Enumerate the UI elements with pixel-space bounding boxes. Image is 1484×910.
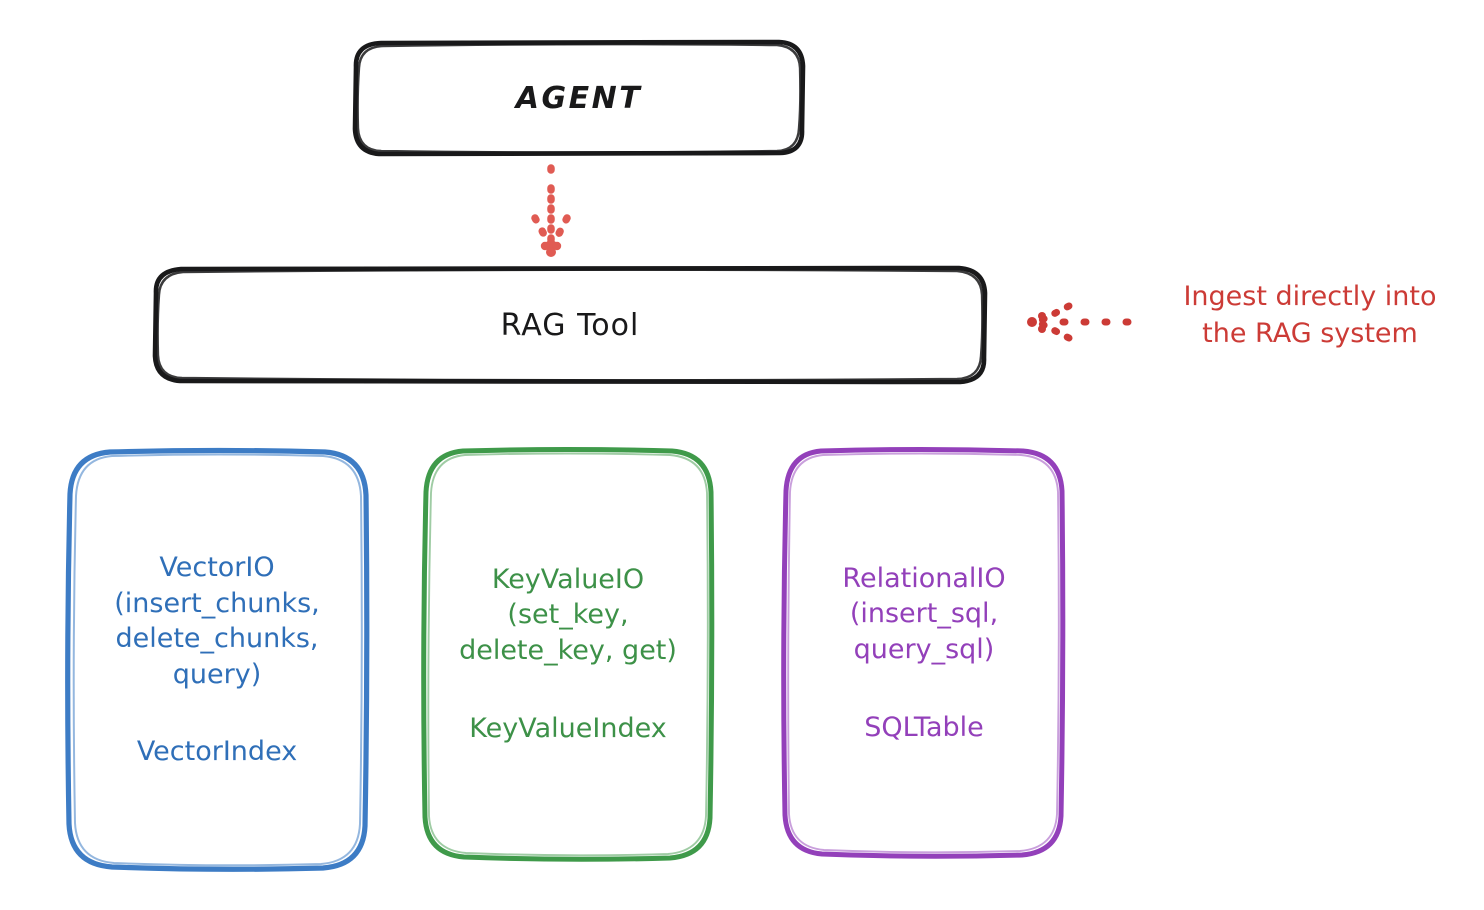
rag-tool-node[interactable]: RAG Tool [155,268,985,382]
keyvalueio-card[interactable]: KeyValueIO (set_key, delete_key, get) Ke… [425,450,711,858]
vectorio-api-label: VectorIO (insert_chunks, delete_chunks, … [114,552,320,690]
agent-node[interactable]: AGENT [355,42,803,154]
ingest-arrow-connector [1027,302,1132,342]
relationalio-index-label: SQLTable [864,711,984,743]
agent-label: AGENT [515,80,643,116]
vectorio-index-label: VectorIndex [136,736,298,768]
keyvalueio-index-label: KeyValueIndex [469,712,667,744]
relationalio-api-label: RelationalIO (insert_sql, query_sql) [842,562,1006,666]
rag-tool-label: RAG Tool [500,307,640,343]
agent-to-rag-connector [531,164,571,257]
ingest-annotation-text: Ingest directly into the RAG system [1183,281,1437,350]
vectorio-card[interactable]: VectorIO (insert_chunks, delete_chunks, … [68,451,366,869]
keyvalueio-api-label: KeyValueIO (set_key, delete_key, get) [459,563,677,667]
relationalio-card[interactable]: RelationalIO (insert_sql, query_sql) SQL… [785,450,1063,856]
